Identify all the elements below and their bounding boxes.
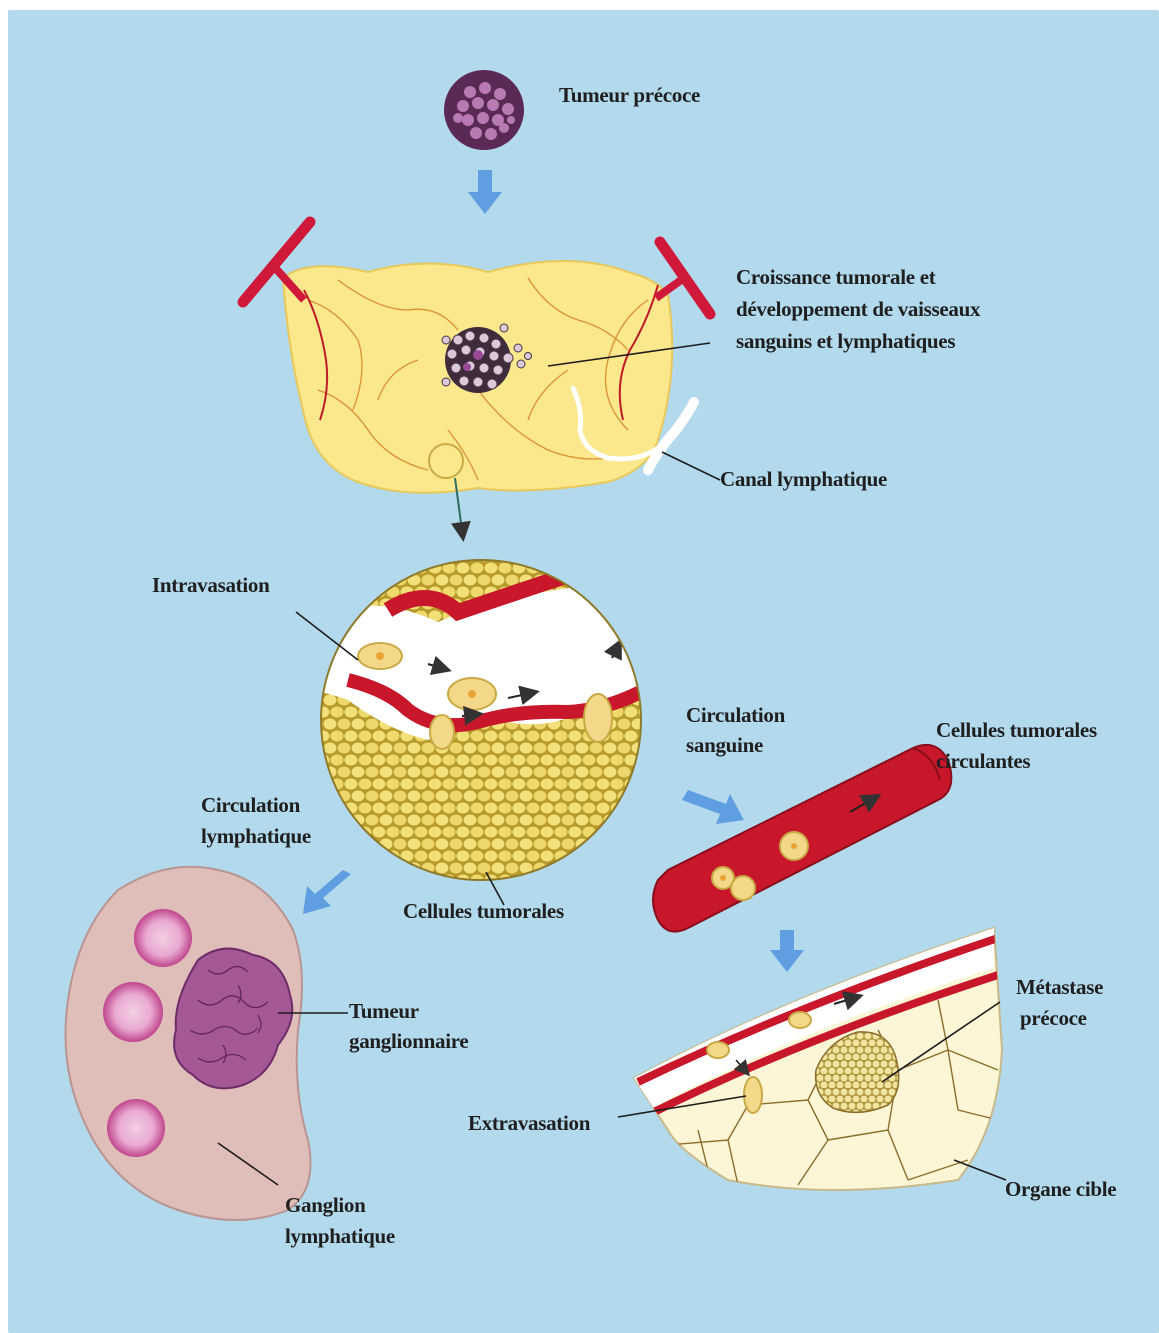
lymph-node (66, 867, 311, 1220)
label-early-metastasis-line2: précoce (1020, 1005, 1087, 1032)
label-early-tumor: Tumeur précoce (559, 82, 700, 109)
label-lymph-node-line1: Ganglion (285, 1192, 365, 1219)
target-organ (634, 928, 1002, 1190)
arrow-to-lymph (303, 870, 351, 914)
blood-vessel (653, 745, 951, 932)
label-growth-line2: développement de vaisseaux (736, 296, 980, 323)
label-growth-line1: Croissance tumorale et (736, 264, 935, 291)
early-tumor (444, 70, 524, 150)
label-circulating-cells-line2: circulantes (936, 748, 1030, 775)
label-growth-line3: sanguins et lymphatiques (736, 328, 955, 355)
label-blood-circulation-line1: Circulation (686, 702, 785, 729)
label-lymph-node-line2: lymphatique (285, 1223, 395, 1250)
label-tumor-cells: Cellules tumorales (403, 898, 564, 925)
label-circulating-cells-line1: Cellules tumorales (936, 717, 1097, 744)
tumor-tissue (243, 222, 710, 493)
arrow-to-blood (682, 790, 744, 824)
label-node-tumor-line2: ganglionnaire (349, 1028, 468, 1055)
metastasis-diagram: Tumeur précoce Croissance tumorale et dé… (8, 10, 1159, 1333)
label-extravasation: Extravasation (468, 1110, 590, 1137)
label-node-tumor-line1: Tumeur (349, 998, 419, 1025)
label-lymph-canal: Canal lymphatique (720, 466, 887, 493)
label-blood-circulation-line2: sanguine (686, 732, 763, 759)
arrow-down-1 (468, 170, 502, 214)
magnified-tissue (308, 560, 668, 880)
label-lymph-circulation-line2: lymphatique (201, 823, 311, 850)
label-early-metastasis-line1: Métastase (1016, 974, 1103, 1001)
label-lymph-circulation-line1: Circulation (201, 792, 300, 819)
label-intravasation: Intravasation (152, 572, 269, 599)
arrow-to-organ (770, 930, 804, 972)
label-target-organ: Organe cible (1005, 1176, 1116, 1203)
